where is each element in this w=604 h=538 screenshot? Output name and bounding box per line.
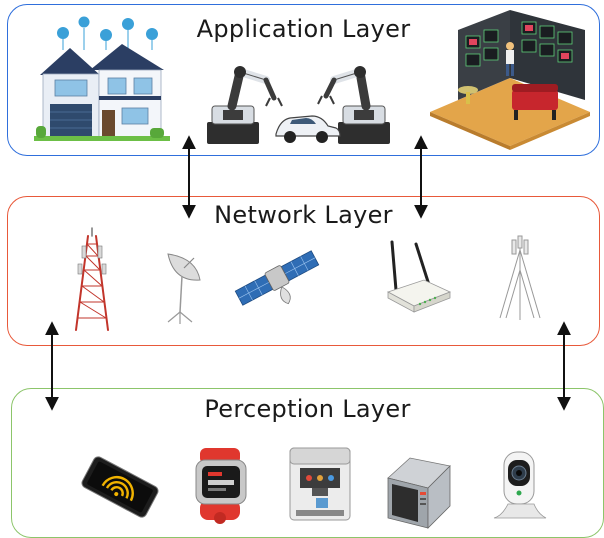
satellite-icon bbox=[234, 250, 320, 306]
virtual-reality-room-icon bbox=[430, 10, 590, 150]
robotic-car-assembly-icon bbox=[207, 66, 390, 144]
antenna-mast-icon bbox=[499, 235, 541, 320]
wifi-router-icon bbox=[386, 240, 452, 313]
coffee-machine-icon bbox=[289, 447, 351, 521]
application-layer-title: Application Layer bbox=[196, 15, 411, 43]
cell-tower-icon bbox=[75, 227, 109, 331]
network-layer-title: Network Layer bbox=[214, 201, 393, 229]
smartwatch-icon bbox=[195, 448, 247, 524]
smart-home-icon bbox=[34, 16, 170, 141]
smartphone-wifi-icon bbox=[81, 456, 159, 518]
satellite-dish-icon bbox=[167, 253, 201, 324]
microwave-icon bbox=[387, 457, 451, 529]
security-camera-icon bbox=[493, 451, 547, 519]
perception-layer-title: Perception Layer bbox=[204, 395, 411, 423]
